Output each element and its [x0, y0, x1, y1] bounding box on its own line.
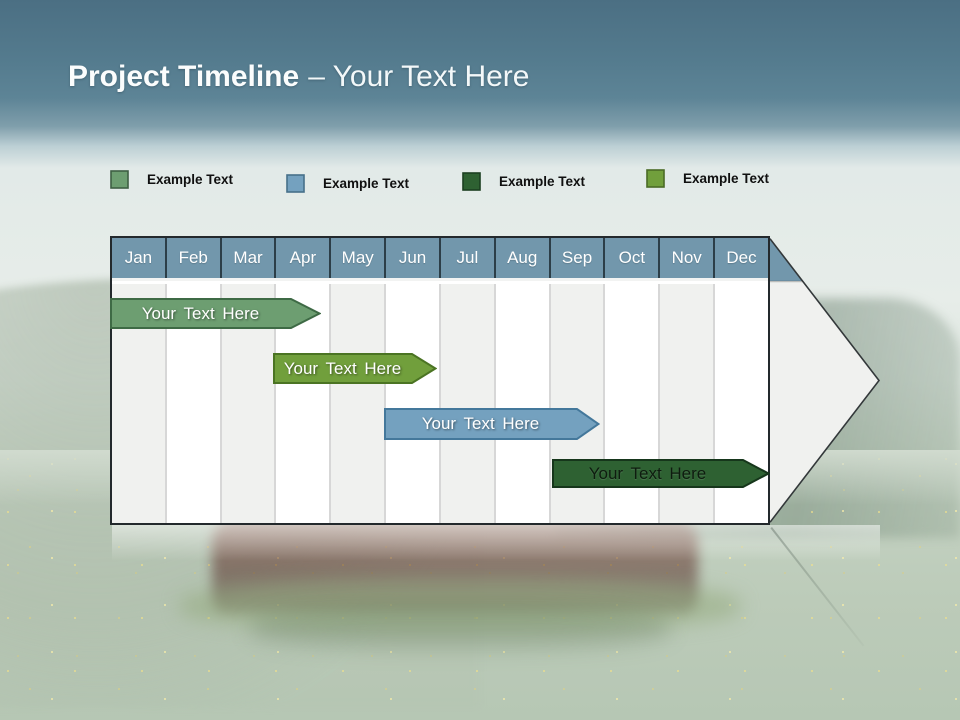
title-main: Project Timeline [68, 60, 300, 93]
legend-label: Example Text [147, 172, 234, 187]
month-cell[interactable]: Jul [441, 238, 496, 278]
legend-swatch-blue [286, 174, 305, 193]
gantt-bar-label: Your Text Here [421, 414, 540, 433]
legend-item[interactable]: Example Text [646, 169, 769, 188]
month-cell[interactable]: Jan [112, 238, 167, 278]
month-cell[interactable]: Mar [222, 238, 277, 278]
legend-item[interactable]: Example Text [286, 174, 409, 193]
legend-label: Example Text [683, 171, 770, 186]
timeline-reflection [112, 525, 880, 561]
background-couch-shadow [250, 606, 670, 650]
month-cell[interactable]: Feb [167, 238, 222, 278]
month-cell[interactable]: Apr [276, 238, 332, 278]
gantt-bar-label: Your Text Here [141, 303, 260, 323]
legend-swatch-dark-green [462, 172, 481, 191]
gantt-bar-arrow-shape [273, 353, 437, 384]
gantt-bar-jan-apr[interactable]: Your Text Here [110, 298, 321, 329]
month-cell[interactable]: Nov [660, 238, 716, 278]
gantt-bar-arrow-shape [110, 298, 321, 329]
legend-item[interactable]: Example Text [462, 172, 585, 191]
month-cell[interactable]: Sep [551, 238, 606, 278]
gantt-bar-label: Your Text Here [283, 358, 402, 378]
legend-item[interactable]: Example Text [110, 170, 233, 189]
title-placeholder: – Your Text Here [308, 60, 530, 93]
gantt-bar-sep-dec[interactable]: Your Text Here [552, 459, 770, 488]
gantt-bar-apr-jun[interactable]: Your Text Here [273, 353, 437, 384]
background-grass-foreground [180, 580, 740, 632]
timeline-arrow-head[interactable] [770, 238, 880, 523]
gantt-bar-label: Your Text Here [588, 463, 707, 483]
month-cell[interactable]: Jun [386, 238, 441, 278]
gantt-bar-arrow-shape [552, 459, 770, 488]
month-header-row: Jan Feb Mar Apr May Jun Jul Aug Sep Oct … [112, 238, 768, 281]
month-cell[interactable]: Aug [496, 238, 551, 278]
month-cell[interactable]: Oct [605, 238, 661, 278]
timeline-table[interactable]: Jan Feb Mar Apr May Jun Jul Aug Sep Oct … [110, 236, 770, 525]
month-cell[interactable]: Dec [726, 248, 757, 267]
legend-swatch-olive [646, 169, 665, 188]
gantt-bar-jun-sep[interactable]: Your Text Here [384, 408, 600, 440]
slide-title[interactable]: Project Timeline– Your Text Here [68, 60, 529, 94]
legend-label: Example Text [323, 176, 410, 191]
legend-swatch-green [110, 170, 129, 189]
legend-label: Example Text [499, 174, 586, 189]
month-cell[interactable]: May [331, 238, 387, 278]
gantt-bar-arrow-shape [384, 408, 600, 440]
